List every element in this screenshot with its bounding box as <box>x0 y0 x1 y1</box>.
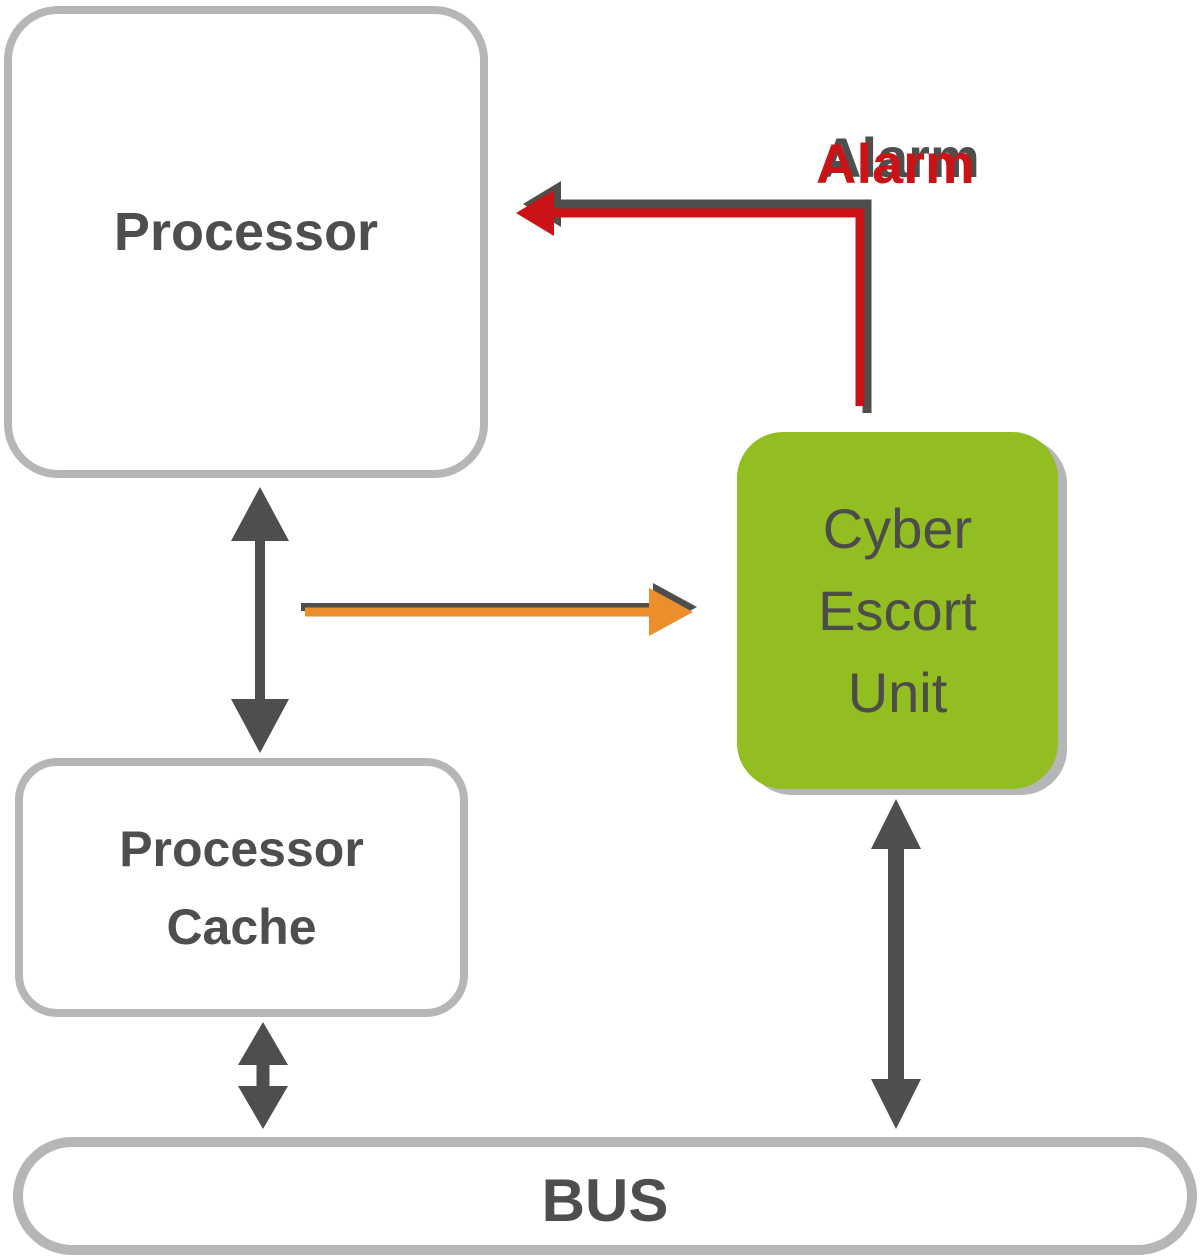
processor-cache-label: Processor Cache <box>119 810 364 966</box>
processor-cache-label-line2: Cache <box>166 898 317 955</box>
processor-label: Processor <box>113 202 379 262</box>
cyber-escort-unit-label-line3: Unit <box>847 660 948 724</box>
cyber-escort-unit-label-line2: Escort <box>818 578 977 642</box>
cyber-escort-unit-box: Cyber Escort Unit <box>737 432 1058 789</box>
cyber-escort-unit-label-line1: Cyber <box>822 496 973 560</box>
monitor-arrow-head <box>649 588 693 636</box>
cache-bus-arrow-head-bottom <box>238 1086 288 1129</box>
alarm-arrow-line <box>553 208 865 406</box>
alarm-arrow-shadow-head <box>523 181 561 227</box>
bus-label: BUS <box>541 1166 669 1234</box>
processor-cache-label-line1: Processor <box>119 820 364 877</box>
cache-bus-arrow-head-top <box>238 1022 288 1065</box>
processor-box: Processor <box>4 6 488 478</box>
alarm-arrow-shadow-line <box>560 199 872 413</box>
alarm-label: Alarm <box>816 132 975 195</box>
cyber-escort-unit-label: Cyber Escort Unit <box>818 488 977 734</box>
processor-cache-arrow-head-top <box>231 487 289 541</box>
ceu-bus-arrow-head-top <box>871 799 921 849</box>
monitor-arrow-shadow-head <box>653 583 697 631</box>
ceu-bus-arrow-head-bottom <box>871 1079 921 1129</box>
processor-cache-box: Processor Cache <box>15 758 468 1017</box>
alarm-arrow-head <box>516 190 554 236</box>
bus-bar: BUS <box>13 1137 1197 1255</box>
processor-cache-arrow-head-bottom <box>231 699 289 753</box>
